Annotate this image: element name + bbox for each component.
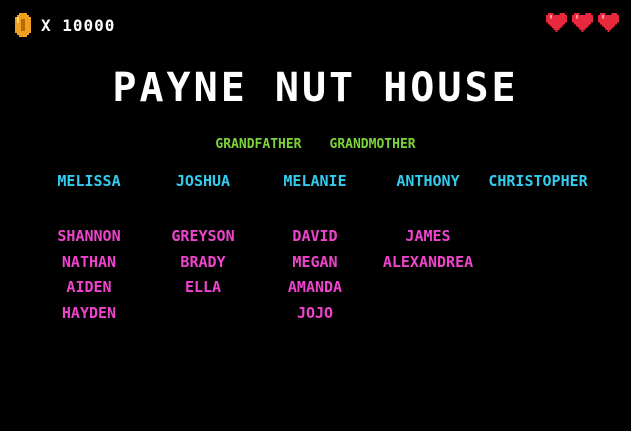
coin-count: X 10000 [41, 15, 116, 35]
heart-icon [546, 13, 567, 32]
grandparent-name: GRANDMOTHER [329, 137, 416, 152]
child-name: MELISSA [57, 172, 121, 190]
lives-hearts [546, 13, 619, 32]
heart-icon [572, 13, 593, 32]
coin-counter: X 10000 [13, 13, 115, 37]
grandchildren-column: DAVID MEGAN AMANDA JOJO [288, 224, 342, 326]
child-name: MELANIE [283, 172, 347, 190]
child-name: JOSHUA [175, 172, 231, 190]
child-name: ANTHONY [396, 172, 460, 190]
grandchild-name: JOJO [296, 303, 334, 322]
grandchild-name: NATHAN [61, 252, 117, 271]
coin-icon [15, 13, 31, 37]
grandparent-name: GRANDFATHER [215, 137, 302, 152]
grandchildren-column: GREYSON BRADY ELLA [171, 224, 234, 301]
grandchildren-column: JAMES ALEXANDREA [383, 224, 473, 275]
heart-icon [598, 13, 619, 32]
grandchild-name: AIDEN [66, 278, 112, 296]
grandchildren-column: SHANNON NATHAN AIDEN HAYDEN [57, 224, 120, 326]
grandchild-name: MEGAN [292, 252, 338, 271]
grandchild-name: JAMES [405, 227, 451, 245]
grandchild-name: GREYSON [171, 227, 235, 245]
child-name: CHRISTOPHER [488, 172, 588, 190]
grandchild-name: BRADY [180, 252, 226, 271]
grandchild-name: DAVID [292, 227, 338, 245]
grandchild-name: HAYDEN [61, 303, 117, 322]
grandchild-name: AMANDA [287, 278, 343, 296]
page-title: PAYNE NUT HOUSE [112, 65, 519, 111]
grandparents-row: GRANDFATHER GRANDMOTHER [0, 137, 631, 152]
children-row: MELISSA JOSHUA MELANIE ANTHONY CHRISTOPHER [0, 172, 631, 192]
grandchild-name: ALEXANDREA [382, 252, 474, 271]
grandchild-name: SHANNON [57, 227, 121, 245]
grandchild-name: ELLA [184, 278, 222, 296]
